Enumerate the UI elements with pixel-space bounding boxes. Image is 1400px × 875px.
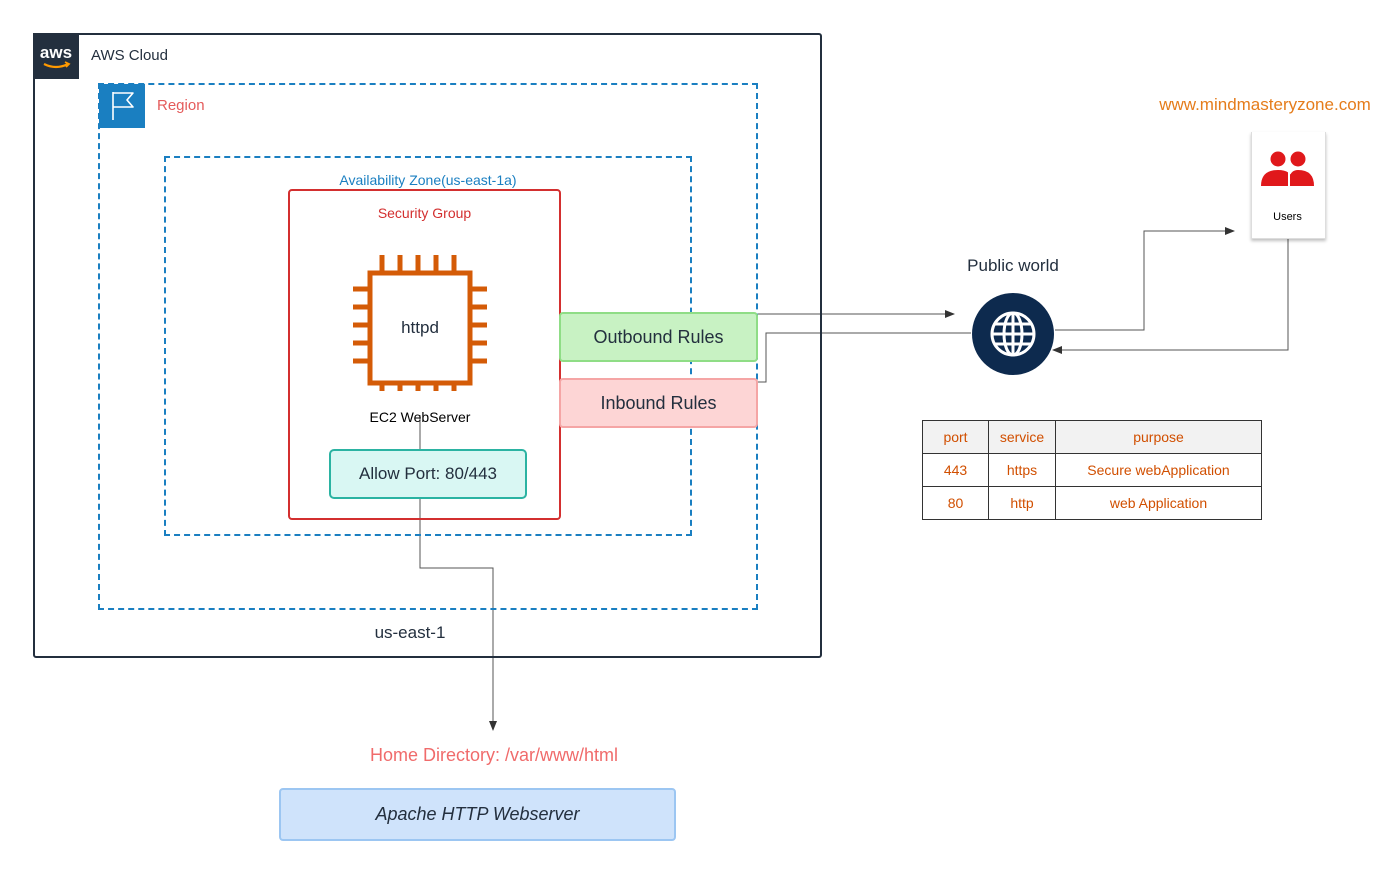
- website-url: www.mindmasteryzone.com: [1159, 95, 1371, 114]
- table-row: 443 https Secure webApplication: [922, 453, 1262, 487]
- ec2-instance-chip-icon: [353, 255, 487, 391]
- users-label: Users: [1273, 211, 1302, 223]
- home-directory-label: Home Directory: /var/www/html: [369, 745, 619, 765]
- public-to-users-connector: [1055, 227, 1235, 331]
- table-cell-port: 443: [922, 453, 989, 487]
- inbound-rules-box: Inbound Rules: [559, 378, 758, 428]
- globe-icon: [972, 293, 1054, 375]
- aws-cloud-group: [33, 33, 822, 658]
- table-header-service: service: [988, 420, 1056, 454]
- aws-logo-text: aws: [40, 43, 72, 62]
- security-group-label: Security Group: [377, 205, 472, 221]
- outbound-rules-box: Outbound Rules: [559, 312, 758, 362]
- table-cell-service: http: [988, 486, 1056, 520]
- apache-webserver-box: Apache HTTP Webserver: [279, 788, 676, 841]
- table-header-row: port service purpose: [922, 420, 1262, 454]
- httpd-label: httpd: [401, 318, 439, 337]
- aws-logo-icon: aws: [33, 33, 79, 79]
- public-world-label: Public world: [967, 256, 1059, 275]
- aws-cloud-label: AWS Cloud: [91, 47, 168, 64]
- allow-port-box: Allow Port: 80/443: [329, 449, 527, 499]
- table-header-port: port: [922, 420, 989, 454]
- table-row: 80 http web Application: [922, 486, 1262, 520]
- region-name-label: us-east-1: [374, 623, 446, 642]
- ec2-webserver-label: EC2 WebServer: [369, 409, 471, 425]
- table-cell-service: https: [988, 453, 1056, 487]
- users-icon: [1261, 151, 1314, 186]
- region-flag-icon: [99, 84, 145, 128]
- table-cell-port: 80: [922, 486, 989, 520]
- ports-table: port service purpose 443 https Secure we…: [922, 420, 1262, 520]
- table-cell-purpose: web Application: [1055, 486, 1262, 520]
- region-label: Region: [157, 97, 205, 114]
- users-to-public-connector: [1052, 238, 1289, 354]
- table-header-purpose: purpose: [1055, 420, 1262, 454]
- table-cell-purpose: Secure webApplication: [1055, 453, 1262, 487]
- availability-zone-label: Availability Zone(us-east-1a): [339, 172, 517, 188]
